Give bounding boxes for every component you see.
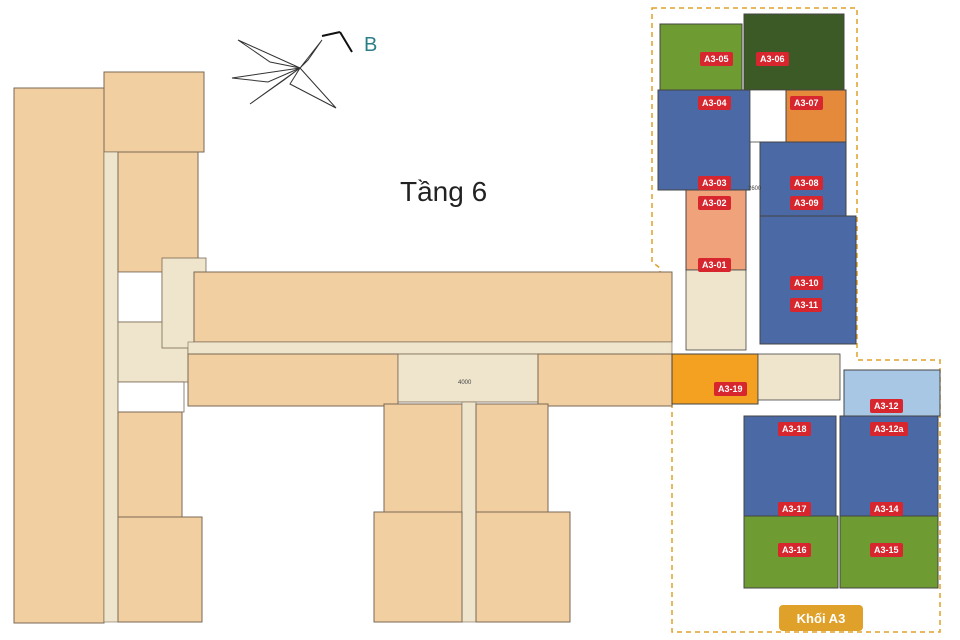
- unit-tag-a3-09[interactable]: A3-09: [790, 196, 823, 210]
- compass-label: B: [364, 34, 378, 56]
- compass-icon: [231, 31, 353, 109]
- unit-tag-a3-11[interactable]: A3-11: [790, 298, 823, 312]
- dimension-4000: 4000: [458, 380, 472, 386]
- west-wing: [13, 71, 205, 624]
- unit-tag-a3-06[interactable]: A3-06: [756, 52, 789, 66]
- south-wing: [373, 401, 571, 623]
- unit-tag-a3-19[interactable]: A3-19: [714, 382, 747, 396]
- unit-tag-a3-07[interactable]: A3-07: [790, 96, 823, 110]
- central-wing: [161, 257, 673, 407]
- unit-tag-a3-15[interactable]: A3-15: [870, 543, 903, 557]
- block-label: Khối A3: [779, 605, 863, 631]
- unit-tag-a3-01[interactable]: A3-01: [698, 258, 731, 272]
- unit-tag-a3-08[interactable]: A3-08: [790, 176, 823, 190]
- dimension-2600: 2600: [748, 186, 762, 192]
- unit-tag-a3-10[interactable]: A3-10: [790, 276, 823, 290]
- unit-tag-a3-02[interactable]: A3-02: [698, 196, 731, 210]
- unit-tag-a3-04[interactable]: A3-04: [698, 96, 731, 110]
- unit-tag-a3-12[interactable]: A3-12: [870, 399, 903, 413]
- block-a3-boundary: [651, 7, 941, 633]
- unit-tag-a3-12a[interactable]: A3-12a: [870, 422, 908, 436]
- unit-tag-a3-05[interactable]: A3-05: [700, 52, 733, 66]
- unit-tag-a3-17[interactable]: A3-17: [778, 502, 811, 516]
- unit-tag-a3-18[interactable]: A3-18: [778, 422, 811, 436]
- unit-tag-a3-14[interactable]: A3-14: [870, 502, 903, 516]
- unit-tag-a3-16[interactable]: A3-16: [778, 543, 811, 557]
- floor-title: Tầng 6: [400, 176, 488, 207]
- unit-tag-a3-03[interactable]: A3-03: [698, 176, 731, 190]
